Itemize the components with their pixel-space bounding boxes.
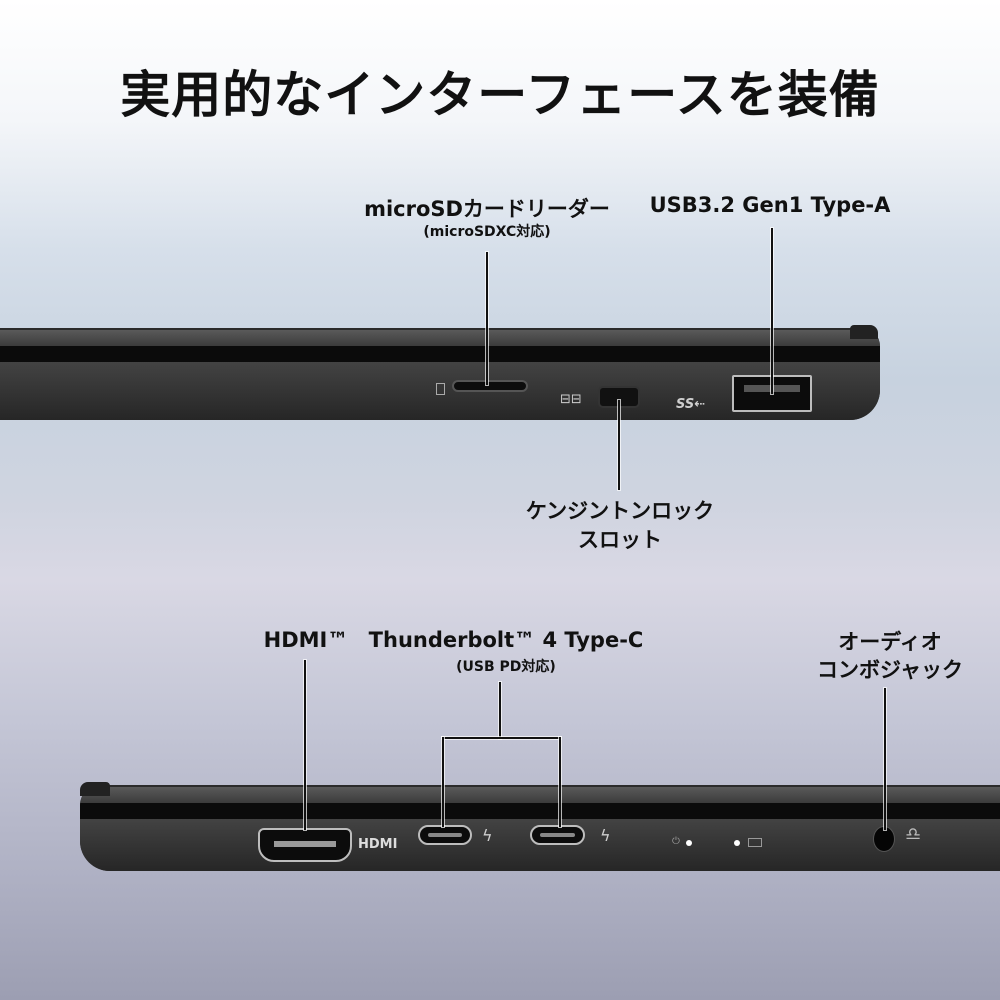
microsd-sublabel: (microSDXC対応) <box>423 224 551 240</box>
hdmi-port <box>258 828 352 862</box>
page-title: 実用的なインターフェースを装備 <box>120 66 880 124</box>
microsd-slot <box>452 380 528 392</box>
hdmi-label: HDMI™ <box>263 628 349 652</box>
kensington-label-2: スロット <box>578 528 662 552</box>
audio-label-2: コンボジャック <box>817 658 963 682</box>
callout-line-thunderbolt-1 <box>442 737 444 827</box>
callout-line-microsd <box>486 252 488 385</box>
kensington-label-1: ケンジントンロック <box>525 499 715 523</box>
callout-line-thunderbolt <box>499 682 501 739</box>
power-icon: ⏻ <box>672 836 680 847</box>
power-led <box>686 840 692 846</box>
thunderbolt-port-1 <box>418 825 472 845</box>
usb-ss-text: SS <box>676 397 695 412</box>
usb-ss-icon: SS⇠ <box>676 397 706 412</box>
battery-led <box>734 840 740 846</box>
hinge <box>80 782 110 796</box>
thunderbolt-icon: ϟ <box>482 826 493 845</box>
hinge <box>850 325 878 339</box>
battery-icon <box>748 838 762 847</box>
thunderbolt-icon: ϟ <box>600 826 611 845</box>
callout-line-audio <box>884 688 886 830</box>
callout-bracket-thunderbolt <box>442 737 561 739</box>
microsd-label: microSDカードリーダー <box>364 197 610 221</box>
usb-a-label: USB3.2 Gen1 Type-A <box>649 193 891 217</box>
callout-line-usb-a <box>771 228 773 394</box>
thunderbolt-port-2 <box>530 825 585 845</box>
thunderbolt-label: Thunderbolt™ 4 Type-C <box>368 628 644 652</box>
hdmi-logo: HDMI <box>358 837 398 852</box>
audio-label-1: オーディオ <box>838 630 942 654</box>
callout-line-hdmi <box>304 660 306 830</box>
sd-card-icon <box>436 383 445 395</box>
lock-icon: ⊟⊟ <box>560 392 582 407</box>
callout-line-kensington <box>618 400 620 490</box>
thunderbolt-sublabel: (USB PD対応) <box>456 659 556 675</box>
callout-line-thunderbolt-2 <box>559 737 561 827</box>
headset-icon: ♎ <box>905 824 922 845</box>
